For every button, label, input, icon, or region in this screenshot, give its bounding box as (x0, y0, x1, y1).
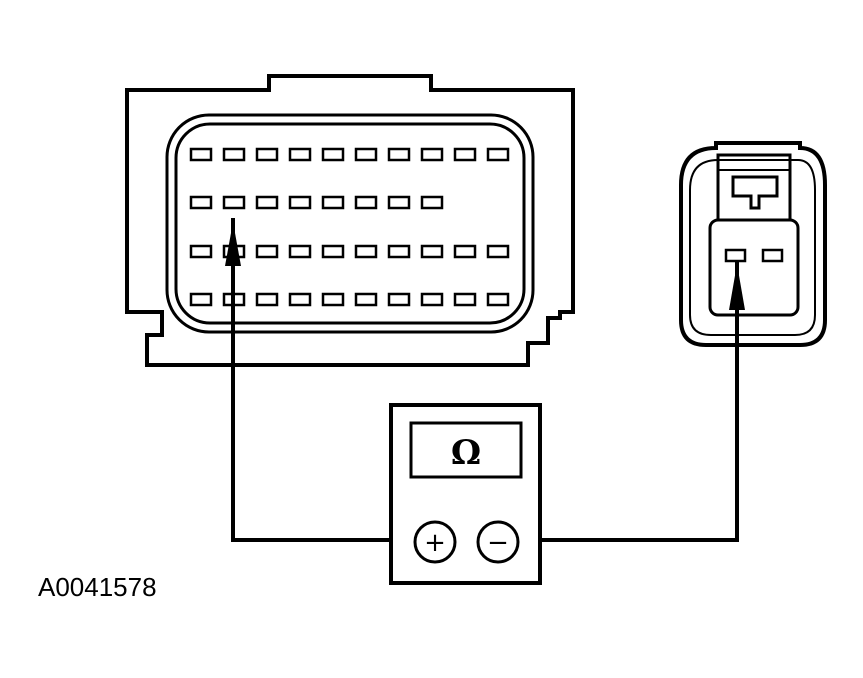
pin-cavity (222, 195, 246, 210)
pin-cavity (453, 292, 477, 307)
positive-test-lead (231, 218, 413, 542)
small-connector-terminal-block (708, 218, 800, 317)
large-connector (125, 74, 575, 367)
pin-cavity (321, 244, 345, 259)
pin-cavity (354, 292, 378, 307)
pin-cavity (486, 292, 510, 307)
pin-cavity (387, 147, 411, 162)
negative-test-lead (520, 260, 739, 542)
pin-cavity (288, 195, 312, 210)
pin-cavity (354, 147, 378, 162)
pin-cavity (354, 244, 378, 259)
negative-probe-arrowhead (729, 264, 745, 310)
pin-cavity (354, 195, 378, 210)
small-connector-latch-body (716, 153, 792, 222)
pin-cavity (321, 147, 345, 162)
pin-cavity (321, 195, 345, 210)
ohmmeter-display-symbol: Ω (451, 433, 481, 473)
figure-reference-number: A0041578 (38, 572, 157, 602)
negative-terminal (476, 520, 520, 564)
pin-cavity (288, 147, 312, 162)
pin-cavity (724, 248, 747, 263)
ohmmeter: Ω + − (389, 403, 542, 585)
pin-cavity (189, 195, 213, 210)
ohmmeter-display (409, 421, 523, 479)
large-connector-inner-frame (174, 122, 526, 325)
pin-cavity (420, 292, 444, 307)
pin-cavity (255, 292, 279, 307)
positive-terminal (413, 520, 457, 564)
pin-cavity (453, 147, 477, 162)
pin-cavity (189, 292, 213, 307)
pin-cavity (189, 147, 213, 162)
pin-cavity (288, 292, 312, 307)
pin-cavity (420, 147, 444, 162)
pin-cavity (387, 244, 411, 259)
pin-cavity (189, 244, 213, 259)
pin-cavity (486, 147, 510, 162)
small-connector-pins (724, 248, 784, 263)
small-connector-latch-tab (731, 175, 779, 210)
small-connector-housing (679, 141, 827, 347)
large-connector-outer-frame (165, 113, 535, 334)
positive-terminal-symbol: + (424, 528, 446, 558)
pin-cavity (255, 244, 279, 259)
pin-cavity (420, 195, 444, 210)
small-connector-inner-outline (689, 159, 816, 336)
pin-cavity (255, 147, 279, 162)
large-connector-pins (189, 147, 510, 307)
pin-cavity (453, 244, 477, 259)
pin-cavity (761, 248, 784, 263)
pin-cavity (387, 292, 411, 307)
pin-cavity (486, 244, 510, 259)
pin-cavity (387, 195, 411, 210)
pin-cavity (288, 244, 312, 259)
large-connector-housing (125, 74, 575, 367)
negative-terminal-symbol: − (487, 528, 509, 558)
pin-cavity (420, 244, 444, 259)
positive-probe-arrowhead (225, 222, 241, 266)
pin-cavity (321, 292, 345, 307)
small-connector (679, 141, 827, 347)
pin-cavity (255, 195, 279, 210)
test-leads (225, 218, 745, 542)
pin-cavity (222, 147, 246, 162)
